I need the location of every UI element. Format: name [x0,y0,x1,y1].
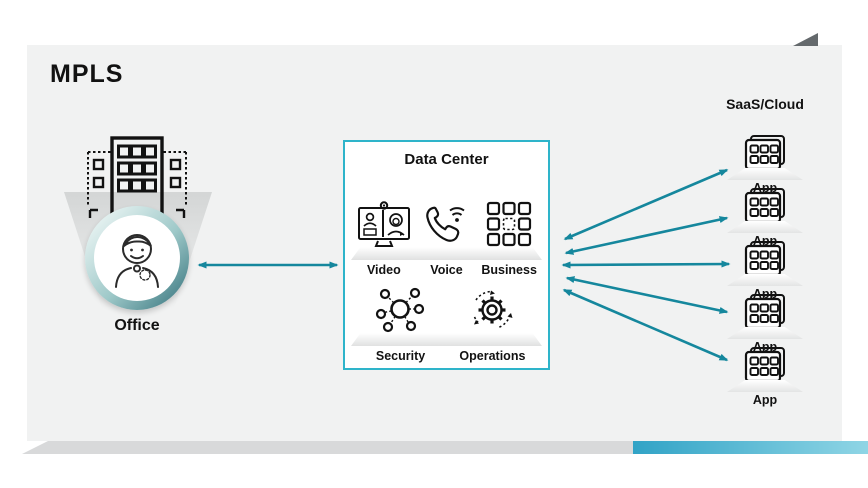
saas-app-1: App [720,134,810,195]
service-label-security: Security [375,349,426,363]
saas-app-3: App [720,240,810,301]
service-label-voice: Voice [430,263,463,277]
service-label-video: Video [366,263,401,277]
platform-shelf [727,380,803,392]
corner-triangle-decoration [793,33,818,46]
person-avatar-icon [94,215,180,301]
service-security: Security [363,286,438,363]
security-network-icon [372,286,430,333]
saas-app-2: App [720,187,810,248]
service-label-operations: Operations [459,349,526,363]
business-apps-grid-icon [486,200,532,247]
service-operations: Operations [455,286,530,363]
service-label-business: Business [481,263,537,277]
platform-shelf [727,274,803,286]
office-person-badge [85,206,189,310]
app-keypad-icon [744,294,785,330]
app-keypad-icon [744,241,785,277]
bottom-accent-bar [633,441,868,454]
service-voice: Voice [416,200,478,277]
voice-call-icon [422,200,470,247]
page-title: MPLS [50,60,124,88]
platform-shelf [727,168,803,180]
operations-gear-icon [466,286,518,333]
saas-cloud-title: SaaS/Cloud [726,96,804,112]
platform-shelf [351,247,542,260]
platform-shelf [351,333,542,346]
app-label: App [752,393,778,407]
service-business: Business [478,200,540,277]
data-center-title: Data Center [404,151,489,168]
data-center-services-row-1: Video Voice [353,200,540,277]
saas-app-5: App [720,346,810,407]
platform-shelf [727,221,803,233]
saas-app-4: App [720,293,810,354]
bottom-gray-bar [22,441,640,454]
data-center-services-row-2: Security [353,286,540,363]
office-label: Office [114,317,160,334]
data-center-box: Data Center [343,140,550,370]
service-video: Video [353,200,415,277]
platform-shelf [727,327,803,339]
app-keypad-icon [744,347,785,383]
office-building-icon [80,136,194,228]
app-keypad-icon [744,188,785,224]
video-conference-icon [356,200,412,247]
